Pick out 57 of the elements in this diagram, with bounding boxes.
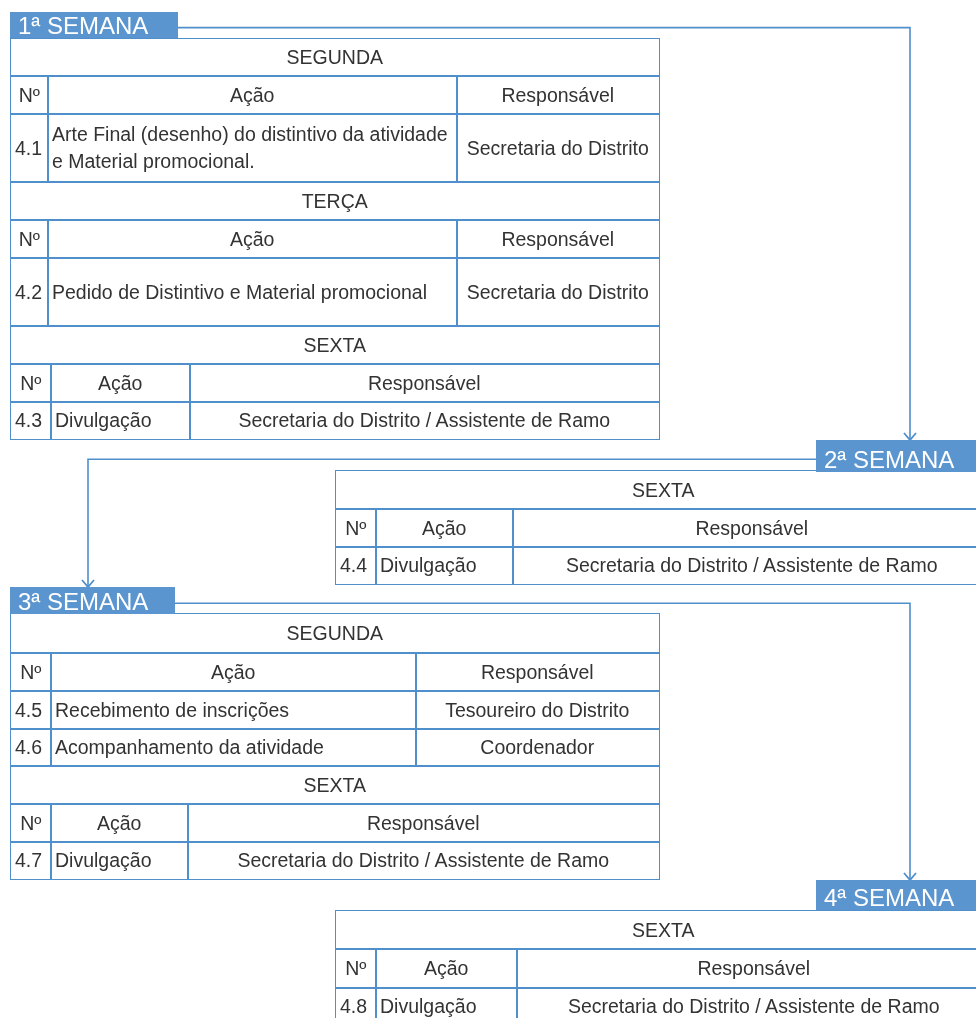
table-cell: Recebimento de inscrições <box>50 690 417 730</box>
column-header: Ação <box>47 75 458 115</box>
table-cell: 4.3 <box>10 401 52 440</box>
table-cell: Divulgação <box>375 987 518 1018</box>
table-cell: Secretaria do Distrito / Assistente de Ramo <box>187 841 660 880</box>
table-cell: Tesoureiro do Distrito <box>415 690 660 730</box>
table-cell: 4.7 <box>10 841 52 880</box>
table-cell: 4.6 <box>10 728 52 767</box>
week-tag: 1ª SEMANA <box>10 12 178 38</box>
column-header: Nº <box>335 508 377 548</box>
column-header: Responsável <box>456 75 660 115</box>
table-cell: Divulgação <box>50 841 189 880</box>
table-cell: Secretaria do Distrito / Assistente de Ramo <box>516 987 976 1018</box>
table-cell: Arte Final (desenho) do distintivo da atividade e Material promocional. <box>47 113 458 183</box>
column-header: Ação <box>375 948 518 989</box>
table-cell: Divulgação <box>50 401 191 440</box>
day-header: SEXTA <box>10 325 660 365</box>
table-cell: Secretaria do Distrito <box>456 113 660 183</box>
column-header: Ação <box>375 508 514 548</box>
table-cell: Pedido de Distintivo e Material promocional <box>47 257 458 327</box>
arrow <box>177 26 917 441</box>
week-tag: 2ª SEMANA <box>816 440 976 472</box>
column-header: Nº <box>10 803 52 843</box>
arrow <box>174 602 917 881</box>
table-cell: Acompanhamento da atividade <box>50 728 417 767</box>
column-header: Nº <box>10 219 49 259</box>
day-header: SEXTA <box>335 910 976 950</box>
table-cell: Coordenador <box>415 728 660 767</box>
table-cell: 4.8 <box>335 987 377 1018</box>
column-header: Responsável <box>516 948 976 989</box>
table-cell: Secretaria do Distrito / Assistente de Ramo <box>512 546 976 585</box>
table-cell: Secretaria do Distrito <box>456 257 660 327</box>
table-cell: Secretaria do Distrito / Assistente de Ramo <box>189 401 660 440</box>
day-header: SEGUNDA <box>10 38 660 77</box>
column-header: Nº <box>10 75 49 115</box>
column-header: Nº <box>10 363 52 403</box>
column-header: Nº <box>335 948 377 989</box>
column-header: Responsável <box>187 803 660 843</box>
arrow <box>81 458 817 588</box>
column-header: Ação <box>50 652 417 692</box>
column-header: Ação <box>47 219 458 259</box>
week-tag: 4ª SEMANA <box>816 880 976 910</box>
column-header: Ação <box>50 363 191 403</box>
table-cell: 4.1 <box>10 113 49 183</box>
column-header: Responsável <box>189 363 660 403</box>
day-header: SEXTA <box>10 765 660 805</box>
column-header: Responsável <box>512 508 976 548</box>
column-header: Ação <box>50 803 189 843</box>
table-cell: 4.2 <box>10 257 49 327</box>
day-header: TERÇA <box>10 181 660 221</box>
table-cell: 4.4 <box>335 546 377 585</box>
column-header: Responsável <box>415 652 660 692</box>
column-header: Responsável <box>456 219 660 259</box>
table-cell: Divulgação <box>375 546 514 585</box>
column-header: Nº <box>10 652 52 692</box>
table-cell: 4.5 <box>10 690 52 730</box>
week-tag: 3ª SEMANA <box>10 587 175 614</box>
